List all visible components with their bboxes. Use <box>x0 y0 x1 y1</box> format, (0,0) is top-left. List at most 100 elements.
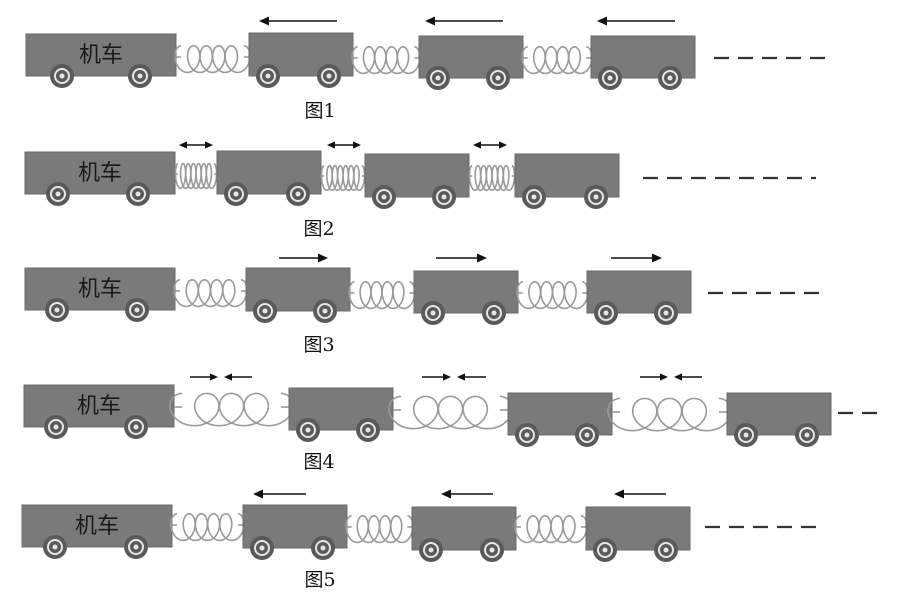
car <box>248 32 354 88</box>
wheel <box>125 298 149 322</box>
arrow-left <box>425 16 503 26</box>
arrow-left <box>253 489 306 499</box>
car <box>514 153 620 209</box>
spring <box>170 512 245 542</box>
wheel <box>593 538 617 562</box>
arrow-inward <box>190 373 252 381</box>
row-2: 机车 图2 <box>24 141 816 240</box>
wheel <box>522 185 546 209</box>
wheel <box>426 66 450 90</box>
car <box>245 267 351 323</box>
figure-label: 图5 <box>304 569 335 591</box>
figure-label: 图4 <box>303 451 334 473</box>
wheel <box>250 536 274 560</box>
car <box>585 506 691 562</box>
car <box>411 506 517 562</box>
wheel <box>734 423 758 447</box>
locomotive: 机车 <box>24 267 176 322</box>
wheel <box>46 182 70 206</box>
locomotive-label: 机车 <box>77 394 121 419</box>
car <box>586 270 692 325</box>
arrow-right <box>611 253 662 263</box>
locomotive: 机车 <box>24 151 176 206</box>
locomotive-label: 机车 <box>78 161 122 186</box>
wheel <box>584 185 608 209</box>
car <box>364 153 470 209</box>
arrow-inward <box>640 373 702 381</box>
spring <box>516 280 589 310</box>
wheel <box>421 301 445 325</box>
wheel <box>44 415 68 439</box>
wheel <box>575 423 599 447</box>
car <box>413 270 519 325</box>
arrow-right <box>436 253 487 263</box>
spring <box>173 278 248 308</box>
wheel <box>286 182 310 206</box>
wheel <box>124 535 148 559</box>
spring <box>320 164 366 192</box>
wheel <box>317 64 341 88</box>
wheel <box>419 538 443 562</box>
figure-label: 图1 <box>304 100 335 122</box>
wheel <box>654 538 678 562</box>
wheel <box>43 535 67 559</box>
locomotive: 机车 <box>21 504 173 559</box>
wheel <box>372 185 396 209</box>
wheel <box>594 301 618 325</box>
wheel <box>256 64 280 88</box>
wheel <box>515 423 539 447</box>
arrow-left <box>259 16 337 26</box>
wheel <box>45 298 69 322</box>
wheel <box>253 299 277 323</box>
car <box>216 150 322 206</box>
arrow-double <box>327 141 361 149</box>
spring <box>345 514 414 544</box>
wheel <box>124 415 148 439</box>
row-3: 机车 图3 <box>24 253 820 356</box>
car-body <box>25 33 177 77</box>
wheel <box>658 66 682 90</box>
car <box>288 387 394 442</box>
locomotive: 机车 <box>23 384 175 439</box>
wheel <box>432 185 456 209</box>
car <box>507 392 613 447</box>
arrow-left <box>441 489 493 499</box>
arrow-inward <box>422 373 486 381</box>
wheel <box>654 301 678 325</box>
spring <box>174 44 251 74</box>
arrow-left <box>614 489 666 499</box>
arrow-double <box>179 141 213 149</box>
spring <box>388 395 513 430</box>
wheel <box>356 418 380 442</box>
wheel <box>598 66 622 90</box>
spring <box>348 280 416 310</box>
locomotive-label: 机车 <box>79 43 123 68</box>
wheel <box>482 301 506 325</box>
spring <box>169 392 294 427</box>
wheel <box>311 536 335 560</box>
spring <box>607 397 732 432</box>
wheel <box>486 66 510 90</box>
locomotive-label: 机车 <box>78 277 122 302</box>
spring <box>521 45 593 75</box>
arrow-double <box>473 141 507 149</box>
spring <box>174 162 218 190</box>
car <box>242 504 348 560</box>
car <box>590 35 696 90</box>
row-4: 机车 图4 <box>23 373 880 473</box>
spring <box>514 514 588 544</box>
row-1: 机车 图1 <box>25 16 826 122</box>
spring <box>468 164 516 192</box>
arrow-right <box>279 253 328 263</box>
wheel <box>126 182 150 206</box>
wheel <box>296 418 320 442</box>
car <box>726 392 832 447</box>
car <box>418 35 524 90</box>
wheel <box>224 182 248 206</box>
figure-label: 图2 <box>303 218 334 240</box>
wheel <box>795 423 819 447</box>
row-5: 机车 图5 <box>21 489 818 591</box>
arrow-left <box>597 16 675 26</box>
wheel <box>480 538 504 562</box>
